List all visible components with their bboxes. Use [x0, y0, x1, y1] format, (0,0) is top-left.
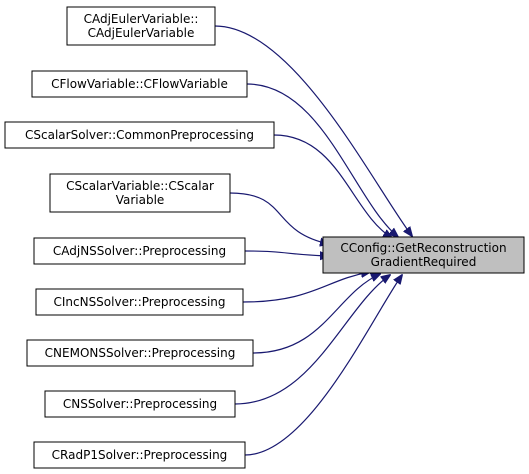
- edges-group: [214, 25, 412, 456]
- caller-node-6[interactable]: CIncNSSolver::Preprocessing: [35, 288, 244, 316]
- call-edge-2: [246, 83, 398, 237]
- caller-node-7[interactable]: CNEMONSSolver::Preprocessing: [26, 339, 254, 367]
- caller-node-box[interactable]: [66, 6, 216, 46]
- caller-node-label: Variable: [116, 193, 165, 207]
- caller-node-label: CFlowVariable::CFlowVariable: [51, 77, 228, 91]
- caller-node-9[interactable]: CRadP1Solver::Preprocessing: [33, 441, 246, 469]
- caller-node-box[interactable]: [33, 237, 246, 265]
- caller-node-8[interactable]: CNSSolver::Preprocessing: [44, 390, 236, 418]
- call-edge-5: [244, 250, 329, 256]
- caller-node-label: CAdjEulerVariable: [88, 26, 195, 40]
- caller-node-label: CAdjEulerVariable::: [84, 12, 199, 26]
- caller-node-4[interactable]: CScalarVariable::CScalarVariable: [49, 173, 231, 213]
- target-node-label: GradientRequired: [371, 255, 477, 269]
- caller-node-5[interactable]: CAdjNSSolver::Preprocessing: [33, 237, 246, 265]
- call-edge-9: [244, 275, 402, 456]
- target-node[interactable]: CConfig::GetReconstructionGradientRequir…: [322, 236, 525, 274]
- caller-node-box[interactable]: [49, 173, 231, 213]
- caller-node-label: CIncNSSolver::Preprocessing: [53, 295, 225, 309]
- caller-node-label: CScalarVariable::CScalar: [66, 179, 214, 193]
- target-node-label: CConfig::GetReconstruction: [340, 241, 506, 255]
- caller-node-box[interactable]: [35, 288, 244, 316]
- caller-node-3[interactable]: CScalarSolver::CommonPreprocessing: [4, 121, 275, 149]
- caller-node-box[interactable]: [4, 121, 275, 149]
- caller-node-box[interactable]: [33, 441, 246, 469]
- caller-node-label: CNEMONSSolver::Preprocessing: [45, 346, 236, 360]
- call-edge-3: [273, 134, 392, 238]
- caller-node-box[interactable]: [44, 390, 236, 418]
- caller-node-box[interactable]: [26, 339, 254, 367]
- call-edge-1: [214, 25, 412, 236]
- caller-node-label: CAdjNSSolver::Preprocessing: [53, 244, 226, 258]
- target-node-box[interactable]: [322, 236, 525, 274]
- call-edge-8: [234, 275, 390, 405]
- call-edge-7: [252, 274, 380, 354]
- caller-node-2[interactable]: CFlowVariable::CFlowVariable: [31, 70, 248, 98]
- caller-node-label: CNSSolver::Preprocessing: [63, 397, 217, 411]
- caller-node-1[interactable]: CAdjEulerVariable::CAdjEulerVariable: [66, 6, 216, 46]
- call-edge-4: [229, 192, 329, 244]
- caller-node-label: CScalarSolver::CommonPreprocessing: [25, 128, 254, 142]
- caller-node-box[interactable]: [31, 70, 248, 98]
- caller-node-label: CRadP1Solver::Preprocessing: [52, 448, 228, 462]
- call-edge-6: [242, 272, 370, 303]
- nodes-group: CAdjEulerVariable::CAdjEulerVariableCFlo…: [4, 6, 525, 469]
